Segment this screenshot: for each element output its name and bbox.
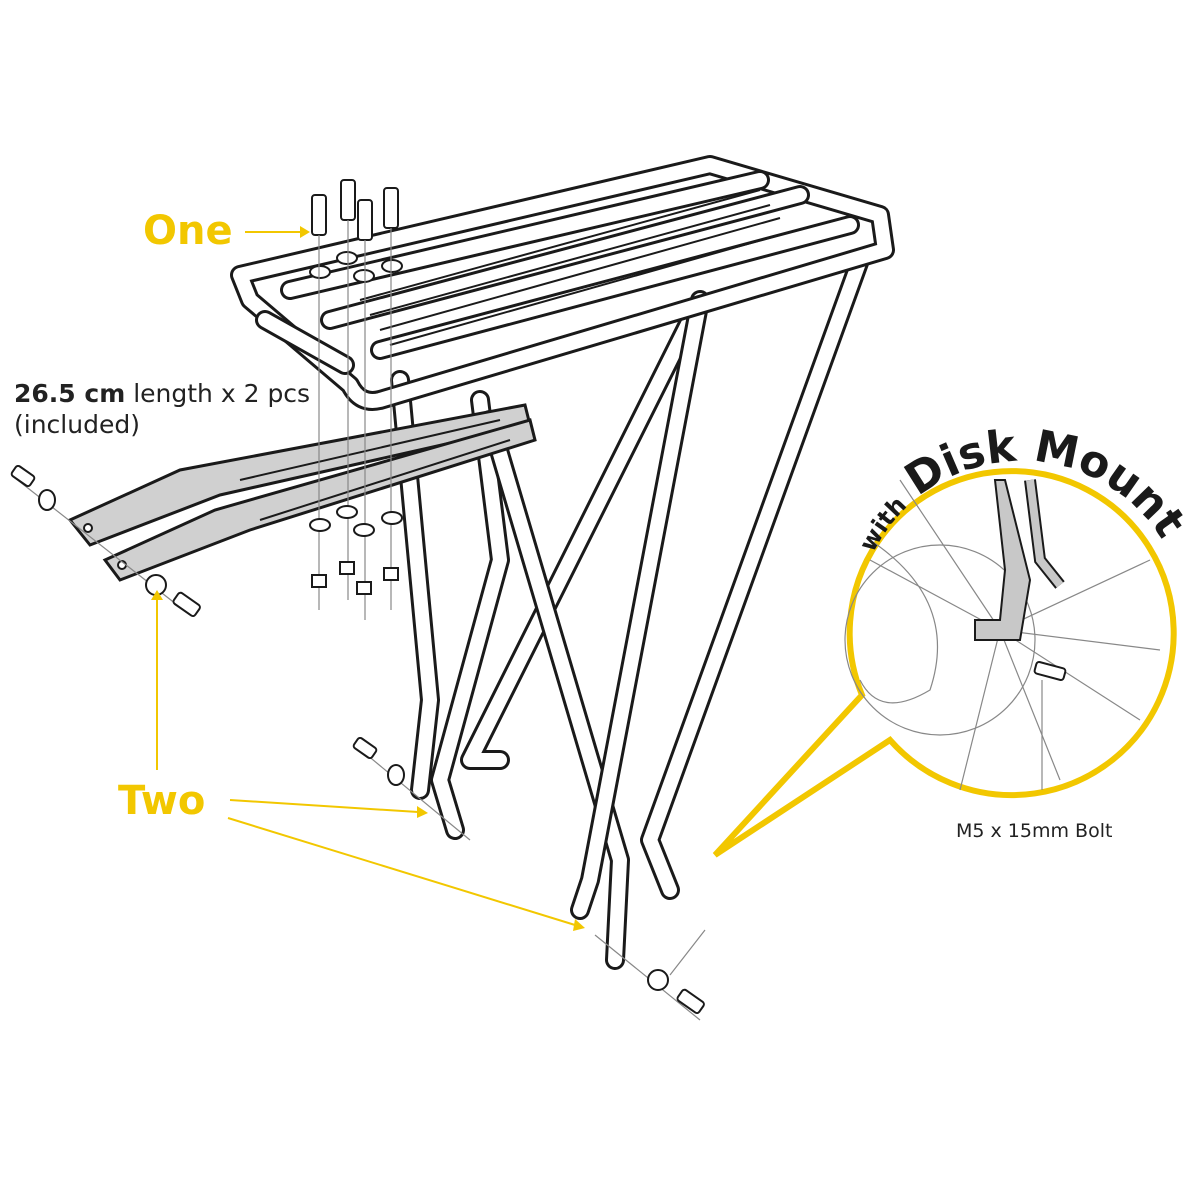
rack-platform	[230, 155, 895, 411]
rack-legs	[390, 250, 870, 970]
top-bolts	[309, 179, 403, 620]
strut-length-note: 26.5 cm length x 2 pcs (included)	[14, 378, 310, 440]
step-two-label: Two	[118, 778, 206, 824]
strut-included: (included)	[14, 410, 140, 439]
leg-bolts	[352, 736, 706, 1021]
strut-bolts	[10, 464, 201, 618]
strut-desc: length x 2 pcs	[125, 379, 311, 408]
callout-arrows	[151, 226, 585, 931]
bolt-spec-label: M5 x 15mm Bolt	[956, 820, 1113, 842]
hardware	[10, 179, 706, 1021]
callout-title: Disk Mounts	[0, 0, 1195, 546]
strut-length: 26.5 cm	[14, 379, 126, 408]
step-one-label: One	[143, 208, 233, 254]
